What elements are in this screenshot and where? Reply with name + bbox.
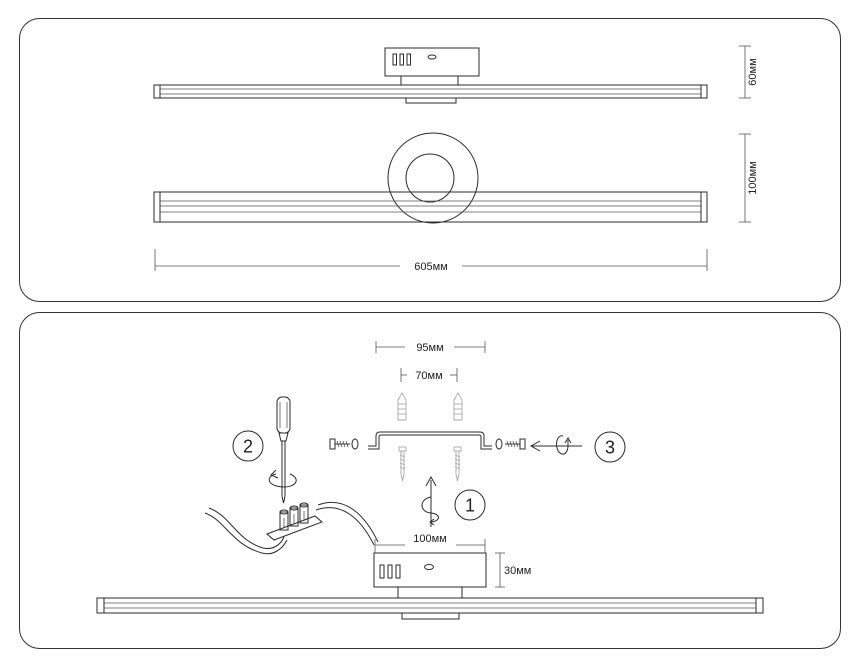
- rotate-arrow-step3-icon: [529, 435, 582, 455]
- wall-anchor-icon: [397, 392, 463, 421]
- step-1-label: 1: [465, 496, 475, 516]
- dim-60mm-label: 60мм: [747, 58, 759, 85]
- dim-70mm-label: 70мм: [415, 370, 442, 382]
- step-3-label: 3: [605, 438, 615, 458]
- mounting-bracket: [368, 431, 492, 450]
- step-2-label: 2: [243, 437, 253, 457]
- step-2-badge: 2: [232, 430, 264, 462]
- dim-30mm: 30мм: [495, 552, 531, 588]
- dim-70mm: 70мм: [400, 368, 458, 382]
- power-cable: [204, 501, 379, 555]
- bottom-panel: 95мм 70мм: [19, 312, 841, 649]
- terminal-block-icon: [266, 502, 323, 541]
- dim-100mm-bottom: 100мм: [374, 533, 486, 553]
- bottom-lamp-bar: [96, 597, 764, 620]
- dim-100mm-bottom-label: 100мм: [413, 533, 446, 545]
- dim-95mm-label: 95мм: [416, 342, 443, 354]
- dim-60mm: 60мм: [739, 45, 759, 99]
- right-screw-icon: [495, 438, 526, 450]
- dim-605mm-label: 605мм: [414, 261, 447, 273]
- rotate-arrow-step1-icon: [421, 475, 439, 527]
- dim-100mm-top: 100мм: [739, 133, 759, 223]
- dim-100mm-top-label: 100мм: [747, 161, 759, 194]
- step-1-badge: 1: [454, 489, 486, 521]
- canopy-base: [373, 552, 487, 598]
- dim-605mm: 605мм: [154, 249, 708, 273]
- wall-screw-icon: [398, 446, 462, 482]
- dim-30mm-label: 30мм: [504, 565, 531, 577]
- dim-95mm: 95мм: [375, 341, 486, 354]
- rotate-arrow-step2-icon: [268, 469, 297, 488]
- side-view-lamp: [153, 47, 708, 104]
- top-panel: 60мм 100мм 605мм: [19, 18, 841, 302]
- step-3-badge: 3: [594, 431, 626, 463]
- left-screw-icon: [329, 438, 359, 450]
- top-view-lamp: [153, 132, 708, 224]
